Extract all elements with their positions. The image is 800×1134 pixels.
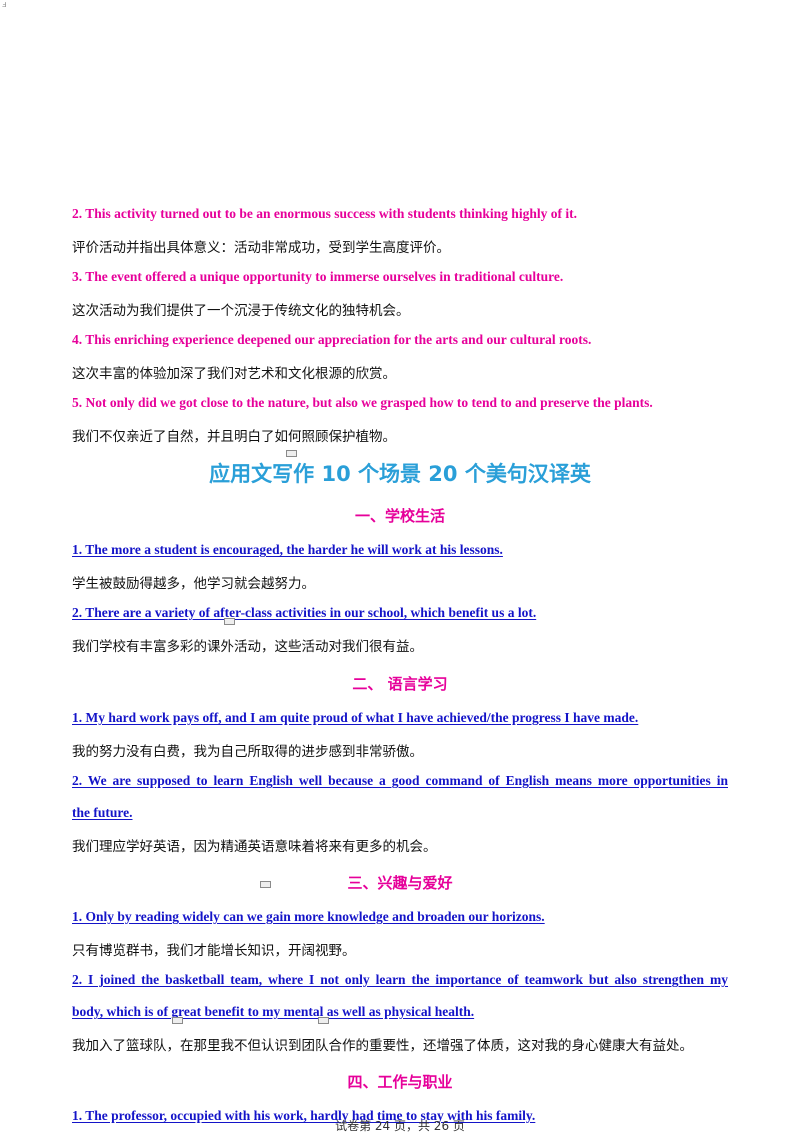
sentence-5-english: 5. Not only did we got close to the natu… bbox=[72, 395, 653, 410]
school-sentence-2-english: 2. There are a variety of after-class ac… bbox=[72, 605, 537, 620]
school-sentence-1-chinese: 学生被鼓励得越多，他学习就会越努力。 bbox=[72, 576, 315, 592]
sentence-3-chinese: 这次活动为我们提供了一个沉浸于传统文化的独特机会。 bbox=[72, 303, 410, 319]
sentence-4-chinese: 这次丰富的体验加深了我们对艺术和文化根源的欣赏。 bbox=[72, 366, 396, 382]
language-sentence-1-chinese: 我的努力没有白费，我为自己所取得的进步感到非常骄傲。 bbox=[72, 744, 423, 760]
section-heading-work-career: 四、工作与职业 bbox=[347, 1073, 453, 1091]
editor-mark bbox=[224, 618, 235, 625]
section-heading-school-life: 一、学校生活 bbox=[354, 507, 445, 525]
sentence-2-chinese: 评价活动并指出具体意义：活动非常成功，受到学生高度评价。 bbox=[72, 240, 450, 256]
language-sentence-1-english: 1. My hard work pays off, and I am quite… bbox=[72, 710, 639, 725]
editor-mark bbox=[318, 1017, 329, 1024]
sentence-2-english: 2. This activity turned out to be an eno… bbox=[72, 206, 577, 221]
editor-mark bbox=[172, 1017, 183, 1024]
sentence-5-chinese: 我们不仅亲近了自然，并且明白了如何照顾保护植物。 bbox=[72, 429, 396, 445]
hobby-sentence-2-chinese: 我加入了篮球队，在那里我不但认识到团队合作的重要性，还增强了体质，这对我的身心健… bbox=[72, 1038, 693, 1054]
sentence-4-english: 4. This enriching experience deepened ou… bbox=[72, 332, 592, 347]
sentence-3-english: 3. The event offered a unique opportunit… bbox=[72, 269, 564, 284]
page-footer: 试卷第 24 页，共 26 页 bbox=[335, 1119, 465, 1133]
work-sentence-1-english: 1. The professor, occupied with his work… bbox=[72, 1108, 536, 1123]
school-sentence-2-chinese: 我们学校有丰富多彩的课外活动，这些活动对我们很有益。 bbox=[72, 639, 423, 655]
school-sentence-1-english: 1. The more a student is encouraged, the… bbox=[72, 542, 503, 557]
hobby-sentence-2-english-line-1: 2. I joined the basketball team, where I… bbox=[72, 972, 728, 987]
language-sentence-2-chinese: 我们理应学好英语，因为精通英语意味着将来有更多的机会。 bbox=[72, 839, 437, 855]
section-heading-language-learning: 二、 语言学习 bbox=[352, 675, 448, 693]
page-title: 应用文写作 10 个场景 20 个美句汉译英 bbox=[209, 462, 591, 486]
hobby-sentence-2-english-line-2: body, which is of great benefit to my me… bbox=[72, 1004, 475, 1019]
hobby-sentence-1-chinese: 只有博览群书，我们才能增长知识，开阔视野。 bbox=[72, 943, 356, 959]
editor-mark bbox=[260, 881, 271, 888]
language-sentence-2-english-line-2: the future. bbox=[72, 805, 133, 820]
section-heading-hobbies: 三、兴趣与爱好 bbox=[347, 874, 453, 892]
hobby-sentence-1-english: 1. Only by reading widely can we gain mo… bbox=[72, 909, 545, 924]
language-sentence-2-english-line-1: 2. We are supposed to learn English well… bbox=[72, 773, 728, 788]
corner-mark: ⅎ bbox=[2, 0, 7, 10]
editor-mark bbox=[286, 450, 297, 457]
